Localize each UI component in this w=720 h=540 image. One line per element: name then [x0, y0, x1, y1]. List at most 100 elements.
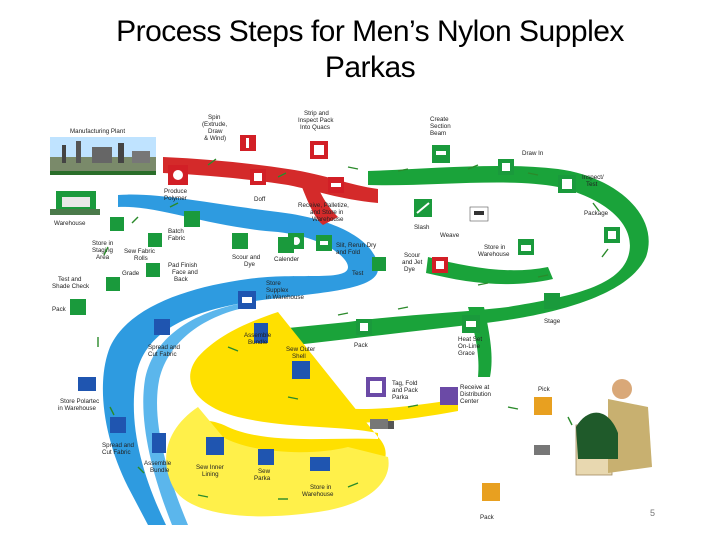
doff-icon	[250, 169, 266, 185]
title-line-1: Process Steps for Men’s Nylon Supplex	[116, 15, 624, 48]
sew-inner-lining-icon	[206, 437, 224, 455]
calender-icon	[278, 237, 294, 253]
store-supplex-icon	[238, 291, 256, 309]
assemble-bundle-icon-1	[254, 323, 268, 343]
assemble-bundle-icon-2	[152, 433, 166, 453]
package-label: Package	[584, 210, 609, 217]
pack-icon-3	[482, 483, 500, 501]
draw-in-icon	[498, 159, 514, 175]
doff-label: Doff	[254, 196, 266, 203]
yellow-branch	[328, 399, 458, 423]
worker-illustration	[575, 379, 652, 476]
page-number: 5	[650, 508, 656, 518]
draw-in-label: Draw In	[522, 150, 544, 157]
weave-icon	[469, 206, 489, 222]
manufacturing-plant-label: Manufacturing Plant	[70, 128, 125, 135]
scour-jet-dye-icon	[432, 257, 448, 273]
green-branch	[426, 257, 553, 285]
batch-fabric-icon	[184, 211, 200, 227]
warehouse-label: Warehouse	[54, 220, 86, 227]
store-in-warehouse-icon	[518, 239, 534, 255]
red-stream-down	[298, 177, 338, 225]
slash-label: Slash	[414, 224, 430, 231]
spin-label: Spin(Extrude,Draw& Wind)	[202, 114, 227, 142]
inspect-test-label: Inspect/Test	[582, 174, 604, 188]
slash-icon	[414, 199, 432, 217]
red-stream	[163, 157, 378, 203]
pick-label: Pick	[538, 386, 551, 393]
pack-label-1: Pack	[354, 342, 369, 349]
sew-parka-icon	[258, 449, 274, 465]
calender-label: Calender	[274, 256, 299, 263]
produce-polymer-icon	[168, 165, 188, 185]
slide-title: Process Steps for Men’s Nylon Supplex Pa…	[0, 14, 720, 86]
pack-label-3: Pack	[480, 514, 495, 521]
spread-cut-icon-1	[154, 319, 170, 335]
strip-inspect-icon	[310, 141, 328, 159]
test-icon	[372, 257, 386, 271]
receive-palletize-icon	[328, 177, 344, 193]
manufacturing-plant-illustration: Manufacturing Plant	[50, 128, 156, 175]
grade-icon	[146, 263, 160, 277]
stage-label: Stage	[544, 318, 561, 325]
slit-rerun-icon	[316, 235, 332, 251]
warehouse-icon	[50, 191, 100, 215]
title-line-2: Parkas	[324, 51, 416, 84]
stage-icon	[544, 293, 560, 309]
pack-label-2: Pack	[52, 306, 67, 313]
test-label: Test	[352, 270, 364, 277]
store-staging-icon	[110, 217, 124, 231]
tag-fold-pack-icon	[366, 377, 386, 397]
truck-icon	[534, 445, 550, 455]
blue-stream	[102, 194, 379, 525]
heat-set-icon	[462, 315, 480, 333]
spin-icon	[240, 135, 256, 151]
truck-icon	[370, 419, 394, 429]
test-shade-icon	[106, 277, 120, 291]
weave-label: Weave	[440, 232, 460, 239]
spread-cut-icon-2	[110, 417, 126, 433]
flow-arrows	[97, 158, 609, 500]
sew-fabric-rolls-icon	[148, 233, 162, 247]
store-polartec-icon	[78, 377, 96, 391]
create-section-beam-icon	[432, 145, 450, 163]
yellow-stream-lower	[166, 407, 389, 517]
pick-icon	[534, 397, 552, 415]
pad-finish-icon	[232, 233, 248, 249]
pack-icon-1	[356, 319, 372, 335]
receive-distribution-icon	[440, 387, 458, 405]
grade-label: Grade	[122, 270, 140, 277]
package-icon	[604, 227, 620, 243]
store-warehouse-icon-2	[310, 457, 330, 471]
sew-outer-shell-icon	[292, 361, 310, 379]
pack-icon-2	[70, 299, 86, 315]
inspect-test-icon	[558, 175, 576, 193]
